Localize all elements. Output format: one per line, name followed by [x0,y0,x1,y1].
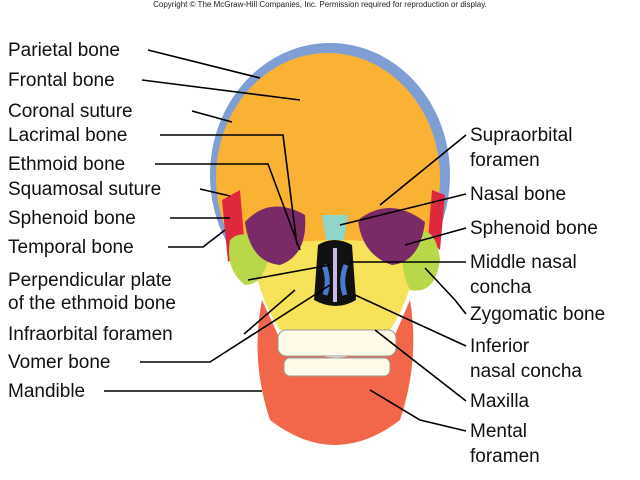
label-squamosal-suture: Squamosal suture [8,179,162,200]
label-perpendicular-plate-line2: of the ethmoid bone [8,293,176,314]
copyright-notice: Copyright © The McGraw-Hill Companies, I… [153,0,487,9]
lower-teeth [283,357,391,377]
label-sphenoid-bone-left: Sphenoid bone [8,208,136,229]
label-temporal-bone: Temporal bone [8,237,134,258]
label-maxilla: Maxilla [470,391,530,412]
label-sphenoid-bone-right: Sphenoid bone [470,218,598,239]
label-vomer-bone: Vomer bone [8,352,111,373]
label-supraorbital-line1: Supraorbital [470,125,573,146]
left-orbit [245,206,306,265]
nasal-conchae [321,264,349,296]
label-lacrimal-bone: Lacrimal bone [8,125,128,146]
label-nasal-bone: Nasal bone [470,184,567,205]
label-perpendicular-plate-line1: Perpendicular plate [8,270,172,291]
label-ethmoid-bone: Ethmoid bone [8,154,126,175]
right-orbit [358,207,425,265]
leader-lines [104,49,467,432]
label-mental-foramen-line1: Mental [470,421,528,442]
label-inferior-nasal-concha-line2: nasal concha [470,361,582,382]
label-supraorbital-line2: foramen [470,150,540,171]
label-zygomatic-bone: Zygomatic bone [470,304,606,325]
label-frontal-bone: Frontal bone [8,70,115,91]
label-middle-nasal-concha-line1: Middle nasal [470,252,577,273]
label-infraorbital-foramen: Infraorbital foramen [8,324,173,345]
label-parietal-bone: Parietal bone [8,40,120,61]
label-middle-nasal-concha-line2: concha [470,277,532,298]
label-mental-foramen-line2: foramen [470,446,540,467]
label-inferior-nasal-concha-line1: Inferior [470,336,530,357]
upper-teeth [277,329,397,357]
label-coronal-suture: Coronal suture [8,101,133,122]
label-mandible: Mandible [8,381,86,402]
nasal-bone [322,215,348,240]
